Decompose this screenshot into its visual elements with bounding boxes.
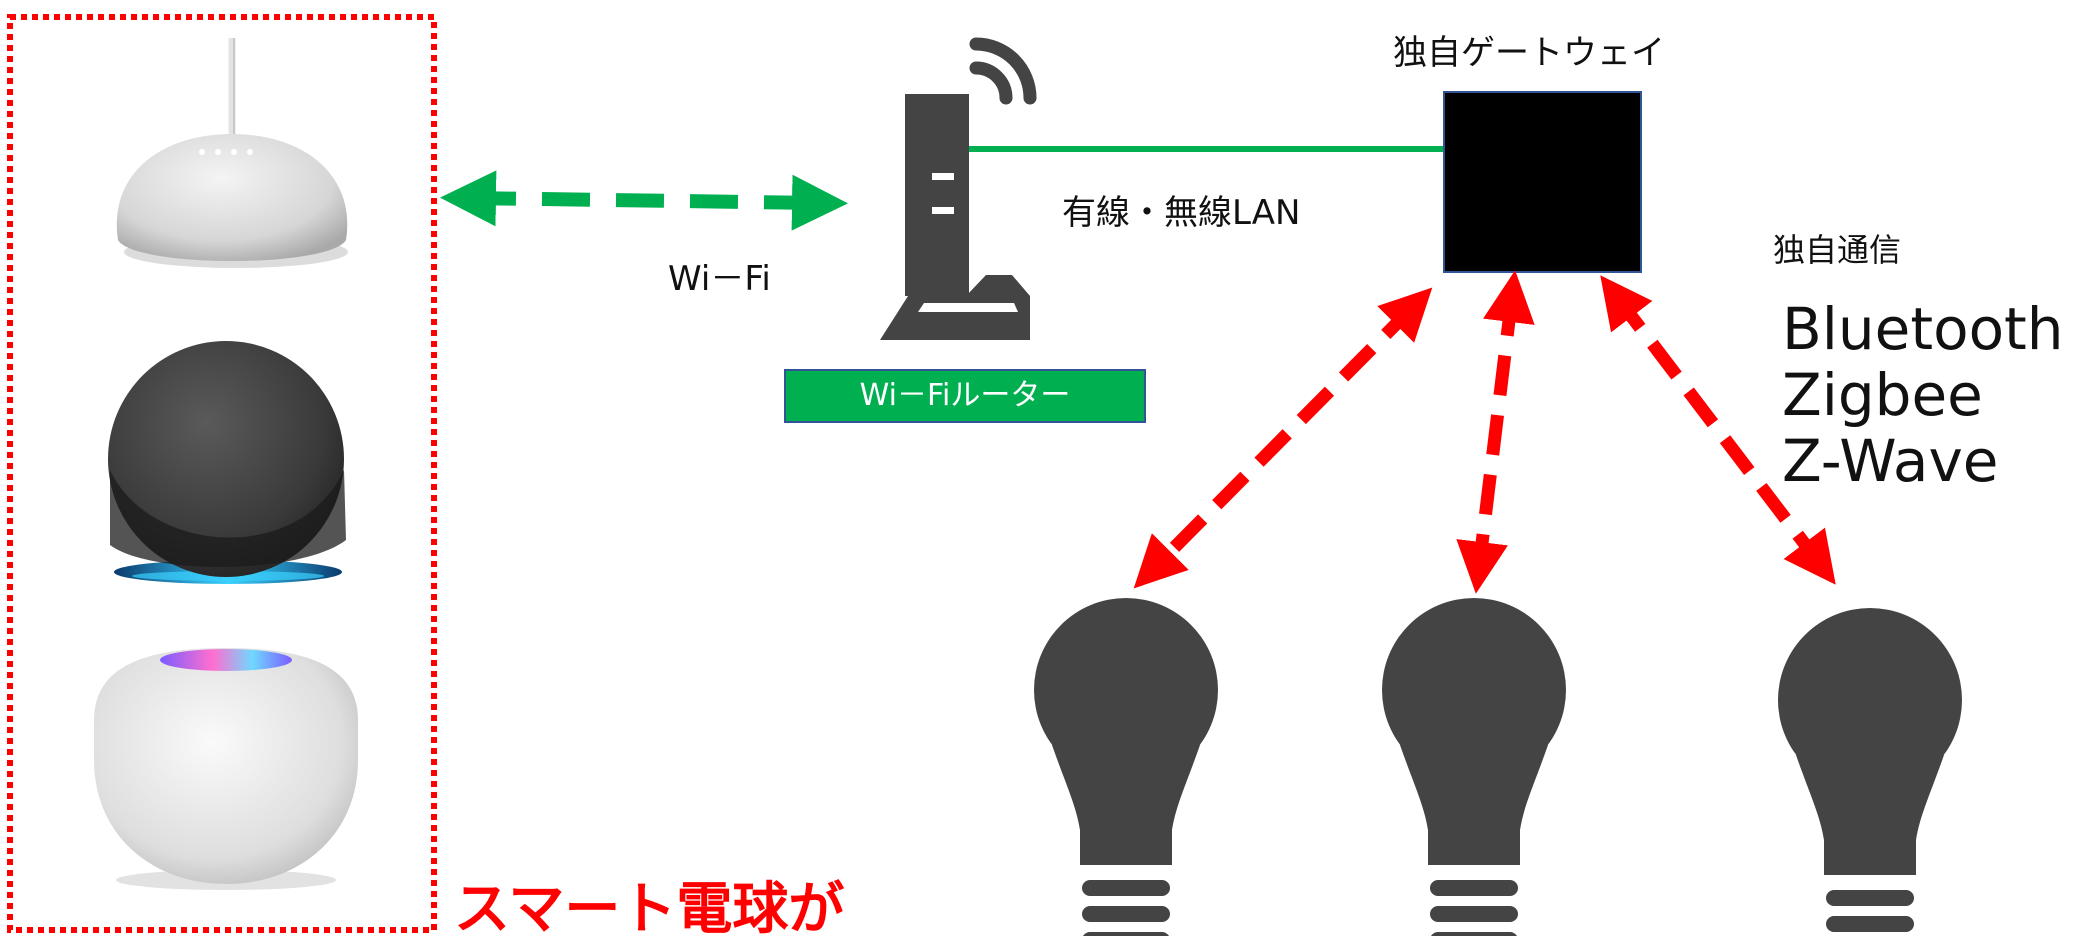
caption-text: スマート電球が xyxy=(454,877,845,942)
gateway-label: 独自ゲートウェイ xyxy=(1393,33,1665,73)
router-label-badge: Wi－Fiルーター xyxy=(784,369,1146,423)
protocol-bluetooth: Bluetooth xyxy=(1782,295,2064,363)
proprietary-comm-label: 独自通信 xyxy=(1773,231,1902,269)
wifi-router-icon xyxy=(880,37,1037,340)
protocol-zwave: Z-Wave xyxy=(1782,427,1999,495)
smart-speaker-google-nest-mini xyxy=(116,38,348,268)
smart-speaker-echo-dot xyxy=(108,341,346,584)
protocol-list: Bluetooth Zigbee Z-Wave xyxy=(1782,296,2064,494)
light-bulb-icon xyxy=(1778,608,1962,936)
wifi-arrow xyxy=(440,170,848,231)
gateway-box xyxy=(1443,91,1642,273)
gateway-to-bulb-2-arrow xyxy=(1456,270,1535,594)
lan-label: 有線・無線LAN xyxy=(1062,193,1301,233)
speakers-frame xyxy=(7,14,437,933)
gateway-to-bulb-1-arrow xyxy=(1133,287,1433,589)
light-bulb-icon xyxy=(1034,598,1218,936)
light-bulb-icon xyxy=(1382,598,1566,936)
protocol-zigbee: Zigbee xyxy=(1782,361,1983,429)
wifi-label: Wi－Fi xyxy=(668,259,771,299)
smart-speaker-homepod-mini xyxy=(94,648,358,890)
